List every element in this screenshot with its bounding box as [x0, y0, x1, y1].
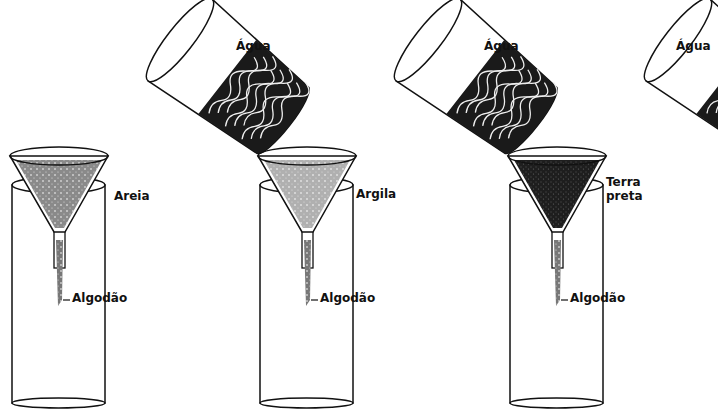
funnel-rim: [508, 147, 606, 165]
glass: [138, 0, 322, 167]
soil: [16, 160, 102, 228]
funnel: [508, 156, 606, 232]
cylinder-base: [260, 398, 353, 408]
soil-texture: [16, 160, 102, 228]
cotton-texture: [56, 240, 63, 306]
label: Algodão: [570, 292, 625, 306]
label: Areia: [114, 190, 150, 204]
label: Terra preta: [606, 176, 650, 204]
soil: [514, 160, 600, 228]
soil-texture: [514, 160, 600, 228]
cotton-texture: [554, 240, 561, 306]
glass: [386, 0, 570, 167]
leader-line: [311, 299, 318, 300]
leader-line: [63, 299, 70, 300]
funnel: [10, 156, 108, 232]
cotton-texture: [304, 240, 311, 306]
funnel-rim: [10, 147, 108, 165]
glass: [636, 0, 718, 167]
cylinder-base: [510, 398, 603, 408]
cotton: [554, 240, 561, 306]
label: Água: [484, 40, 519, 54]
cotton: [304, 240, 311, 306]
soil: [264, 160, 350, 228]
setup: [508, 0, 718, 408]
label: Água: [676, 40, 711, 54]
label: Argila: [356, 188, 396, 202]
leader-line: [561, 299, 568, 300]
funnel: [258, 156, 356, 232]
label: Água: [236, 40, 271, 54]
cylinder-base: [12, 398, 105, 408]
funnel-rim: [258, 147, 356, 165]
label: Algodão: [320, 292, 375, 306]
soil-texture: [264, 160, 350, 228]
cotton: [56, 240, 63, 306]
label: Algodão: [72, 292, 127, 306]
